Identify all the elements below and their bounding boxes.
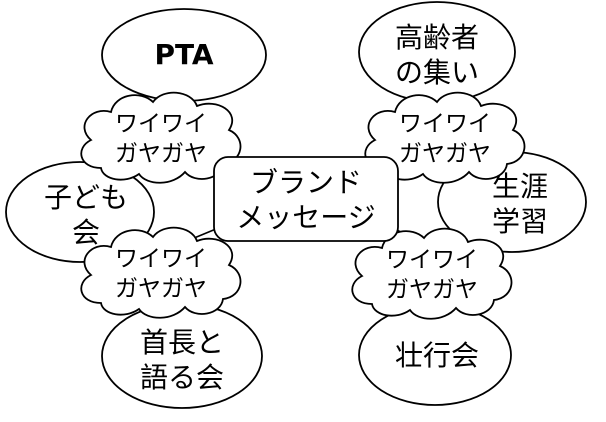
elderly-label-line1: 高齢者 <box>395 21 479 54</box>
pta-label: PTA <box>154 38 213 71</box>
node-mayor: 首長と 語る会 <box>101 303 263 409</box>
cloud-shape <box>351 227 513 320</box>
node-pta: PTA <box>101 8 267 102</box>
cloud-text-line2: ガヤガヤ <box>399 141 491 167</box>
cloud-text-line1: ワイワイ <box>386 247 478 273</box>
mayor-label-line1: 首長と <box>140 326 224 359</box>
cloud-top-left: ワイワイ ガヤガヤ <box>80 91 242 184</box>
mayor-label-line2: 語る会 <box>140 361 224 394</box>
cloud-text-line1: ワイワイ <box>115 246 207 272</box>
center-label-line2: メッセージ <box>236 201 375 234</box>
children-label-line1: 子ども <box>44 181 128 214</box>
elderly-label-line2: の集い <box>395 56 479 89</box>
cloud-text-line1: ワイワイ <box>115 111 207 137</box>
cloud-bottom-right: ワイワイ ガヤガヤ <box>351 227 513 320</box>
lifelong-label-line2: 学習 <box>492 205 548 238</box>
center-label-line1: ブランド <box>250 166 362 199</box>
lifelong-label-line1: 生涯 <box>492 170 548 203</box>
node-youth: 壮行会 <box>358 304 512 406</box>
cloud-text-line1: ワイワイ <box>399 111 491 137</box>
youth-label: 壮行会 <box>395 339 479 372</box>
node-elderly: 高齢者 の集い <box>358 1 516 103</box>
cloud-text-line2: ガヤガヤ <box>115 276 207 302</box>
cloud-text-line2: ガヤガヤ <box>386 277 478 303</box>
cloud-top-right: ワイワイ ガヤガヤ <box>364 91 526 184</box>
center-box <box>213 156 399 242</box>
children-label-line2: 会 <box>72 216 100 249</box>
center-brand-message: ブランド メッセージ <box>213 156 399 242</box>
cloud-text-line2: ガヤガヤ <box>115 141 207 167</box>
cloud-bottom-left: ワイワイ ガヤガヤ <box>80 226 242 319</box>
